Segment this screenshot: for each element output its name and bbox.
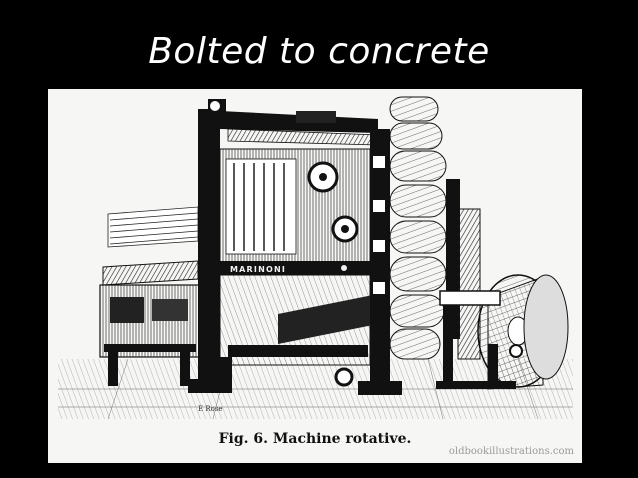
engraving-illustration: MARINONI xyxy=(48,89,582,463)
roller-stack xyxy=(389,96,481,360)
image-credit: oldbookillustrations.com xyxy=(448,446,574,457)
slide-title: Bolted to concrete xyxy=(148,31,490,72)
lower-body xyxy=(219,274,378,389)
machine-brand-label: MARINONI xyxy=(230,265,286,274)
paper-reel xyxy=(436,274,569,390)
top-rail xyxy=(220,111,379,146)
figure-caption: Fig. 6. Machine rotative. xyxy=(218,431,412,447)
brand-bar: MARINONI xyxy=(220,261,379,275)
printing-core xyxy=(219,148,371,270)
engraver-signature: E Rose xyxy=(198,405,223,413)
main-frame-right xyxy=(358,129,402,395)
rotary-press-engraving: MARINONI xyxy=(58,96,573,420)
